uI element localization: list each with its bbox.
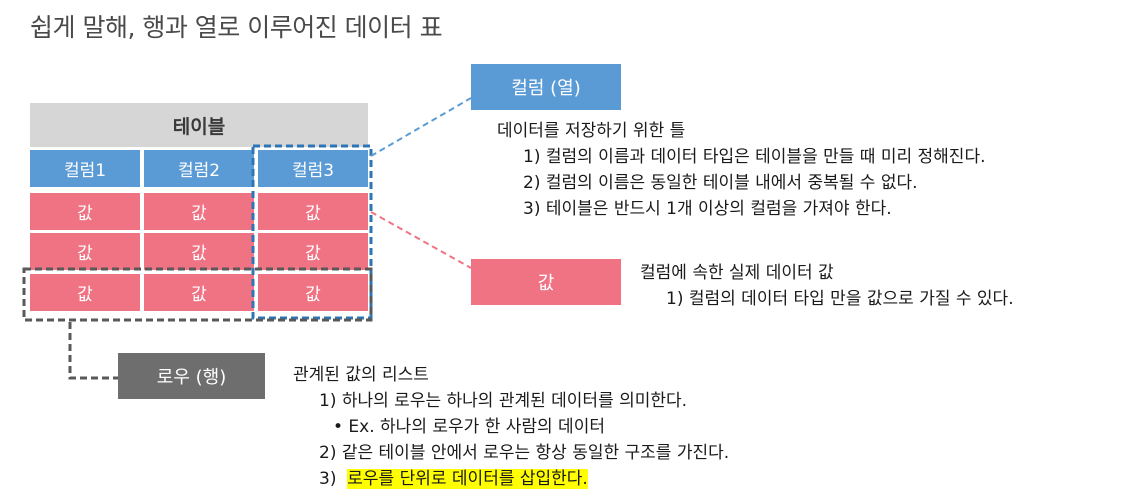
value-cell: 값 — [30, 274, 140, 311]
value-callout-label: 값 — [471, 259, 621, 305]
column-callout-label: 컬럼 (열) — [471, 64, 621, 110]
value-cell: 값 — [144, 233, 254, 270]
value-cell: 값 — [258, 274, 368, 311]
column-description-item: 2) 컬럼의 이름은 동일한 테이블 내에서 중복될 수 없다. — [523, 173, 918, 193]
row-callout-label: 로우 (행) — [118, 353, 265, 399]
row-description-heading: 관계된 값의 리스트 — [293, 365, 429, 385]
value-description-heading: 컬럼에 속한 실제 데이터 값 — [640, 263, 834, 283]
row-description-item: 2) 같은 테이블 안에서 로우는 항상 동일한 구조를 가진다. — [319, 443, 730, 463]
column-description-item: 1) 컬럼의 이름과 데이터 타입은 테이블을 만들 때 미리 정해진다. — [523, 147, 986, 167]
value-cell: 값 — [30, 233, 140, 270]
row-description-item: 1) 하나의 로우는 하나의 관계된 데이터를 의미한다. — [319, 391, 688, 411]
column-header-3: 컬럼3 — [258, 150, 368, 187]
column-header-2: 컬럼2 — [144, 150, 254, 187]
value-connector-line — [370, 211, 472, 269]
column-connector-line — [370, 97, 472, 157]
value-cell: 값 — [258, 193, 368, 230]
column-description: 데이터를 저장하기 위한 틀 1) 컬럼의 이름과 데이터 타입은 테이블을 만… — [497, 118, 986, 222]
column-description-item: 3) 테이블은 반드시 1개 이상의 컬럼을 가져야 한다. — [523, 199, 892, 219]
value-cell: 값 — [30, 193, 140, 230]
highlighted-text: 로우를 단위로 데이터를 삽입한다. — [347, 469, 588, 489]
value-description: 컬럼에 속한 실제 데이터 값 1) 컬럼의 데이터 타입 만을 값으로 가질 … — [640, 260, 1014, 312]
column-description-heading: 데이터를 저장하기 위한 틀 — [497, 121, 686, 141]
row-connector-line — [68, 322, 118, 380]
value-cell: 값 — [144, 274, 254, 311]
page-title: 쉽게 말해, 행과 열로 이루어진 데이터 표 — [30, 13, 443, 42]
value-cell: 값 — [144, 193, 254, 230]
row-description-subitem: • Ex. 하나의 로우가 한 사람의 데이터 — [333, 417, 605, 437]
table-title: 테이블 — [30, 103, 368, 147]
value-cell: 값 — [258, 233, 368, 270]
value-description-item: 1) 컬럼의 데이터 타입 만을 값으로 가질 수 있다. — [666, 289, 1014, 309]
column-header-1: 컬럼1 — [30, 150, 140, 187]
row-description: 관계된 값의 리스트 1) 하나의 로우는 하나의 관계된 데이터를 의미한다.… — [293, 362, 729, 492]
row-item-prefix: 3) — [319, 469, 348, 489]
row-description-item: 3) 로우를 단위로 데이터를 삽입한다. — [293, 466, 729, 492]
